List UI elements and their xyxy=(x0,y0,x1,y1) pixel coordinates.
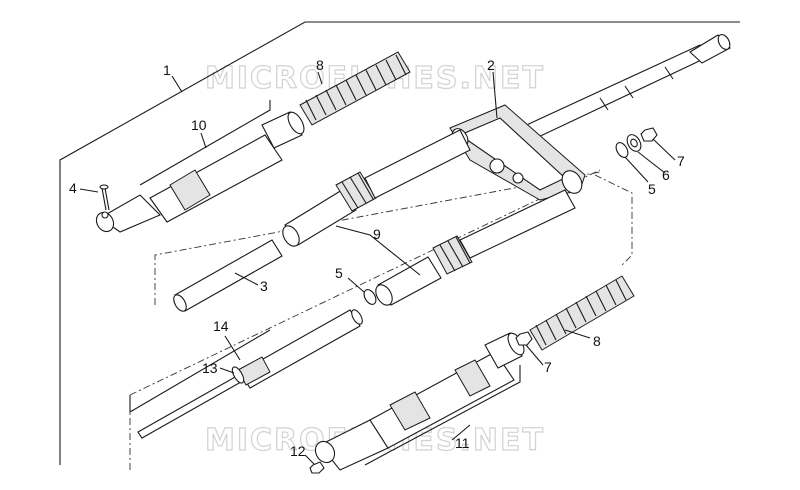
callout-10: 10 xyxy=(191,117,207,133)
callout-7-top: 7 xyxy=(677,153,685,169)
dash-assembly-left xyxy=(154,171,601,305)
steering-stem xyxy=(519,34,731,141)
washer-part-5-top xyxy=(615,142,629,158)
callout-4: 4 xyxy=(69,180,77,196)
callout-12: 12 xyxy=(290,443,306,459)
callout-1: 1 xyxy=(163,62,171,78)
spring-upper-part-8 xyxy=(299,51,411,126)
callout-13: 13 xyxy=(202,360,218,376)
callout-5-mid: 5 xyxy=(335,265,343,281)
left-slider-part-10 xyxy=(95,111,305,233)
dash-assembly-right xyxy=(594,174,633,266)
washer-part-13 xyxy=(231,366,245,384)
callout-2: 2 xyxy=(487,57,495,73)
frame-outline xyxy=(59,21,740,465)
callout-9: 9 xyxy=(373,226,381,242)
callout-3: 3 xyxy=(260,278,268,294)
leader-lines xyxy=(79,71,676,466)
callout-6: 6 xyxy=(662,167,670,183)
callout-8-lower: 8 xyxy=(593,333,601,349)
washer-part-5-mid xyxy=(363,289,377,305)
callout-8-top: 8 xyxy=(316,57,324,73)
fork-crown xyxy=(449,104,586,201)
callout-7-lower: 7 xyxy=(544,359,552,375)
callout-14: 14 xyxy=(213,318,229,334)
left-fork-tube xyxy=(282,129,471,247)
bolt-part-12 xyxy=(309,461,325,474)
callout-5-top: 5 xyxy=(648,181,656,197)
callout-11: 11 xyxy=(455,435,470,451)
right-fork-tube xyxy=(375,189,576,306)
ring-part-6 xyxy=(626,134,642,152)
nut-part-7-top xyxy=(640,127,658,142)
inner-tube-part-3 xyxy=(173,239,283,312)
right-slider-part-11 xyxy=(314,332,525,471)
damper-rod-part-14 xyxy=(137,309,363,439)
screw-part-4 xyxy=(99,184,110,211)
spring-lower-part-8 xyxy=(529,275,635,351)
nut-part-7-lower xyxy=(515,331,533,346)
